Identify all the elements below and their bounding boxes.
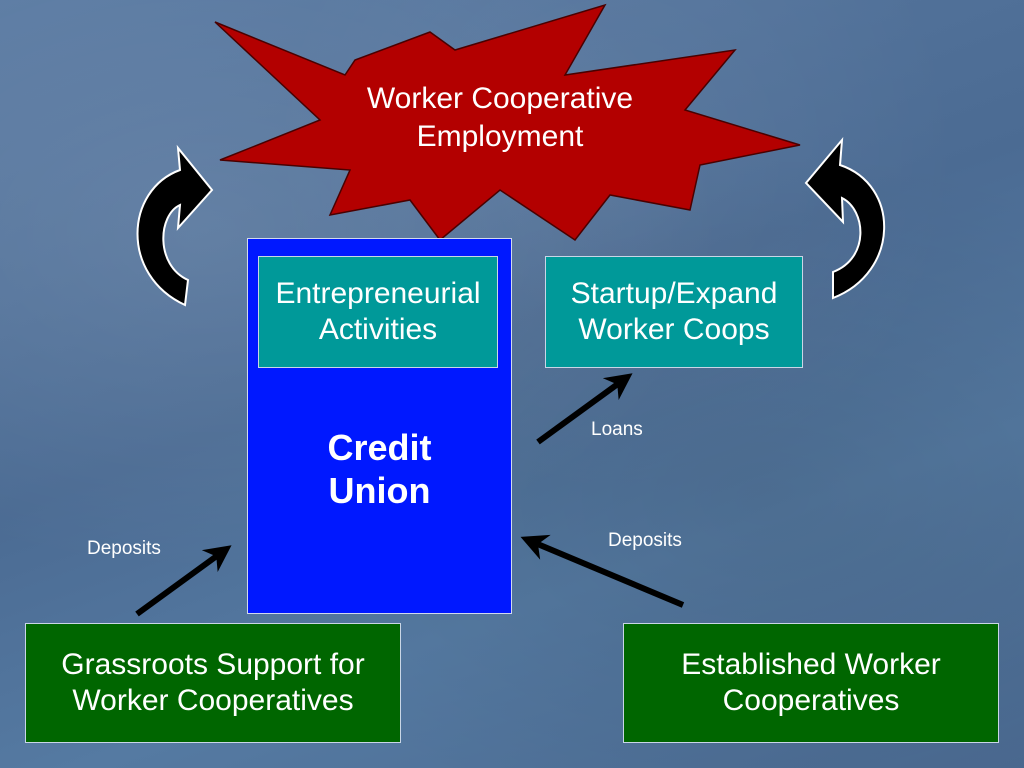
curved-arrow-up-right-icon (136, 144, 214, 307)
deposits-right-arrow (520, 534, 685, 608)
goal-text: Worker Cooperative Employment (366, 82, 634, 153)
deposits-right-label: Deposits (608, 530, 682, 551)
grassroots-support-box: Grassroots Support for Worker Cooperativ… (25, 623, 401, 743)
established-coops-box: Established Worker Cooperatives (623, 623, 999, 743)
loans-label: Loans (591, 419, 643, 440)
startup-expand-box: Startup/Expand Worker Coops (545, 256, 803, 368)
curved-arrow-up-left-icon (804, 136, 886, 300)
credit-union-label: Credit Union (327, 427, 432, 512)
entrepreneurial-activities-box: Entrepreneurial Activities (258, 256, 498, 368)
deposits-left-arrow (135, 545, 232, 617)
loans-arrow (536, 373, 633, 445)
deposits-left-label: Deposits (87, 538, 161, 559)
